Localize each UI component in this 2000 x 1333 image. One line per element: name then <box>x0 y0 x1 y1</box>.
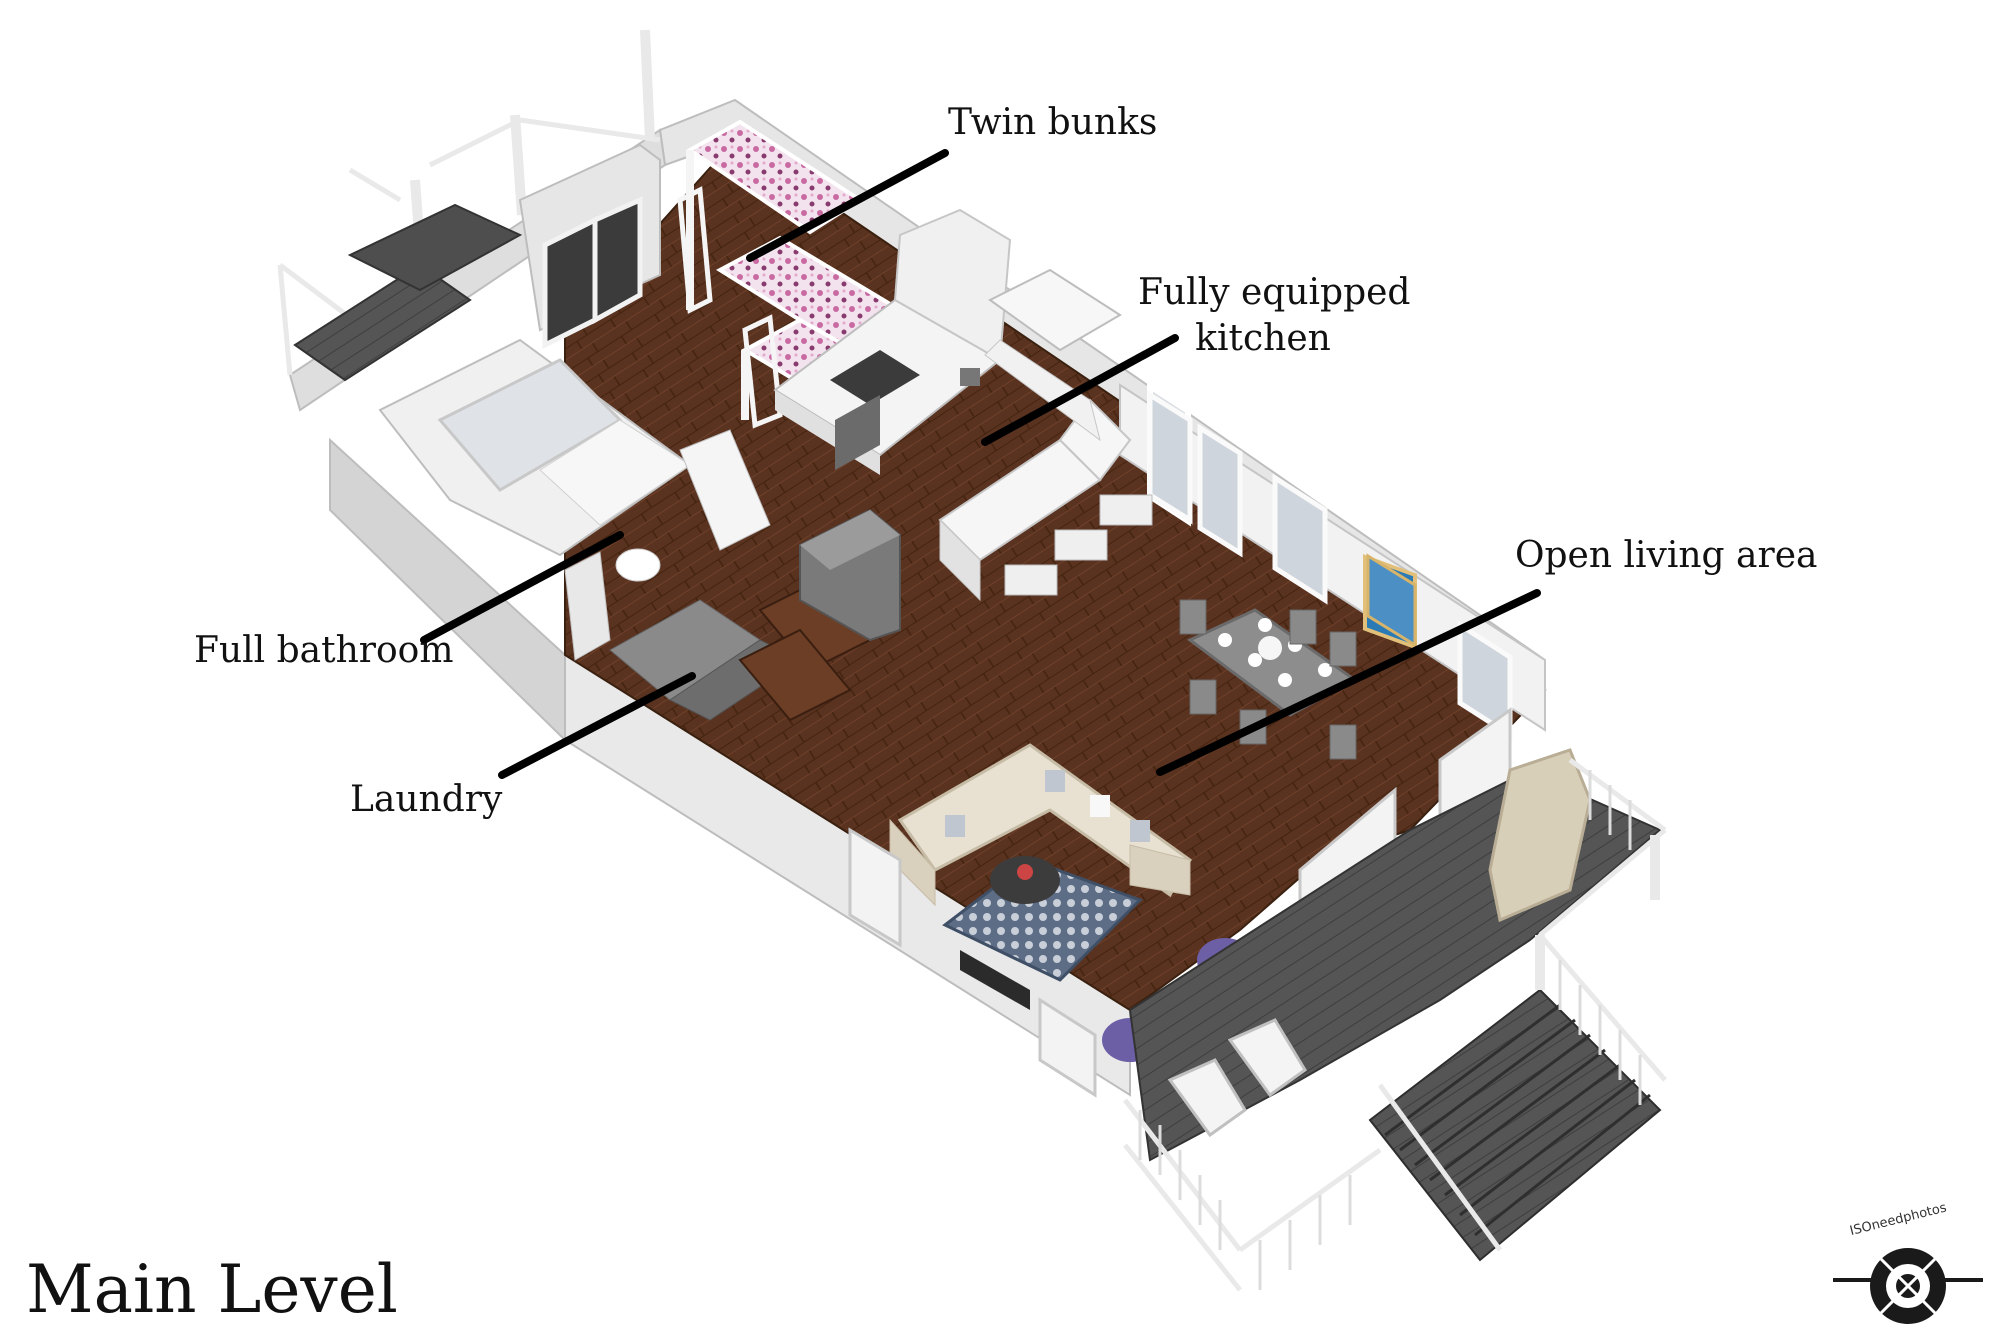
leader-kitchen <box>981 334 1179 446</box>
label-kitchen-line1: Fully equipped <box>1138 272 1411 313</box>
lounge-chair <box>1488 748 1592 923</box>
leader-laundry <box>498 672 696 779</box>
leader-lines <box>420 149 1541 779</box>
page-title: Main Level <box>26 1251 398 1328</box>
label-kitchen: Fully equipped kitchen <box>1138 270 1411 362</box>
adirondack-chair-1 <box>1167 1058 1247 1138</box>
bathroom <box>378 338 771 661</box>
leader-open-living <box>1156 589 1541 776</box>
label-twin-bunks: Twin bunks <box>948 102 1158 143</box>
railing-balusters <box>1138 770 1642 1290</box>
label-laundry: Laundry <box>350 779 503 820</box>
label-open-living: Open living area <box>1515 535 1818 576</box>
kitchen <box>773 208 1153 602</box>
dining-table <box>1179 599 1358 760</box>
adirondack-chair-2 <box>1227 1018 1307 1098</box>
label-kitchen-line2: kitchen <box>1195 318 1331 359</box>
front-deck <box>1128 748 1662 1262</box>
leader-full-bathroom <box>420 531 624 644</box>
watermark-logo <box>1833 1248 1983 1324</box>
wall-painting <box>1366 553 1417 648</box>
laundry-stairs <box>609 508 901 722</box>
back-deck <box>293 143 661 382</box>
deck-stairs-treads <box>1384 1003 1651 1237</box>
label-full-bathroom: Full bathroom <box>194 630 454 671</box>
tv-console <box>960 950 1030 1010</box>
leader-twin-bunks <box>746 149 949 262</box>
